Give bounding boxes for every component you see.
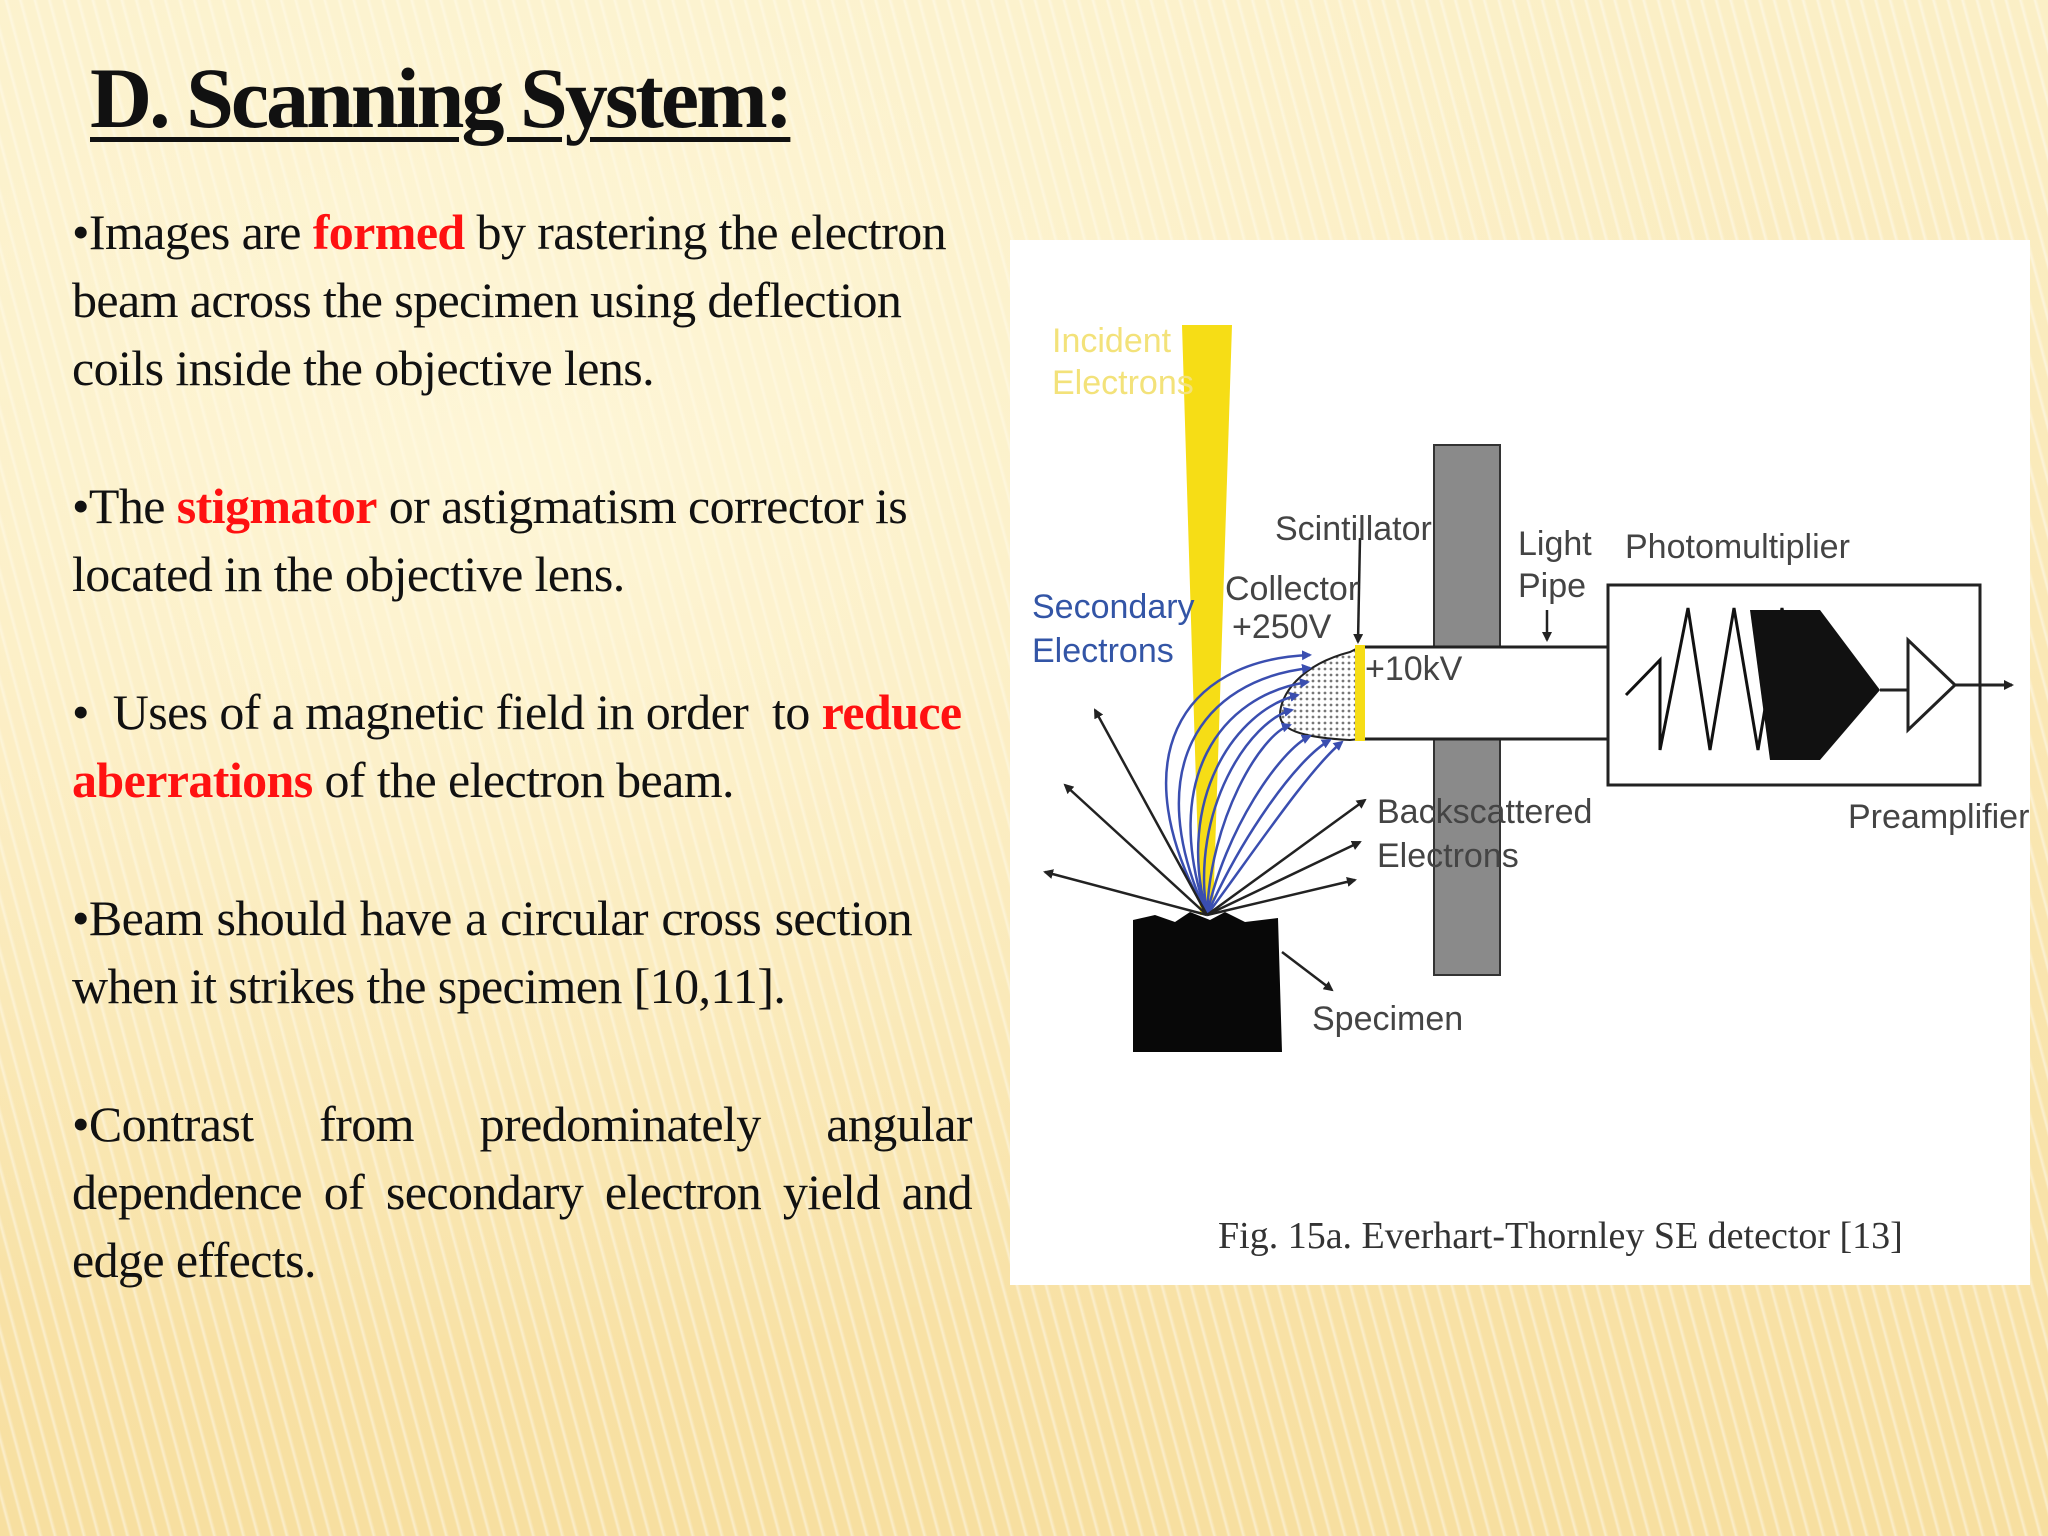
label-light-1: Light [1518,525,1592,563]
label-backscattered-2: Electrons [1377,837,1519,875]
specimen-block [1133,912,1282,1052]
label-collector-1: Collector [1225,570,1359,608]
collector-cage [1278,645,1361,742]
label-specimen: Specimen [1312,1000,1463,1038]
label-incident-1: Incident [1052,322,1172,360]
bullet-circular-beam: •Beam should have a circular cross secti… [72,890,913,1014]
bullet-magnetic-field: • Uses of a magnetic field in order to r… [72,684,962,808]
label-collector-2: +250V [1232,608,1332,646]
label-incident-2: Electrons [1052,364,1194,402]
label-secondary-2: Electrons [1032,632,1174,670]
label-light-2: Pipe [1518,567,1586,605]
bullet-list: •Images are formed by rastering the elec… [72,198,982,1364]
label-scintillator: Scintillator [1275,510,1432,548]
highlight-stigmator: stigmator [176,478,378,534]
bullet-contrast: •Contrast from predominately angular dep… [72,1096,973,1288]
preamplifier-symbol [1906,636,1958,734]
label-pointers [1353,537,1552,644]
bullet-formed: •Images are formed by rastering the elec… [72,204,947,396]
dynode-block [1750,610,1880,760]
bullet-stigmator: •The stigmator or astigmatism corrector … [72,478,908,602]
slide-title: D. Scanning System: [90,50,793,146]
detector-figure: Incident Electrons Scintillator Light Pi… [1010,240,2030,1285]
highlight-formed: formed [312,204,466,260]
highlight-reduce-aberrations: reduce aberrations [72,684,962,808]
label-secondary-1: Secondary [1032,588,1195,626]
everhart-thornley-diagram: Incident Electrons Scintillator Light Pi… [1032,322,2029,1052]
label-photomultiplier: Photomultiplier [1625,528,1850,566]
backscattered-rays [1043,708,1367,992]
scintillator-face [1355,645,1365,741]
label-preamplifier: Preamplifier [1848,798,2029,836]
secondary-electron-paths [1164,650,1344,916]
label-ten-kv: +10kV [1365,650,1463,688]
figure-caption: Fig. 15a. Everhart-Thornley SE detector … [1218,1215,1903,1257]
label-backscattered-1: Backscattered [1377,793,1592,831]
incident-beam [1182,325,1232,915]
